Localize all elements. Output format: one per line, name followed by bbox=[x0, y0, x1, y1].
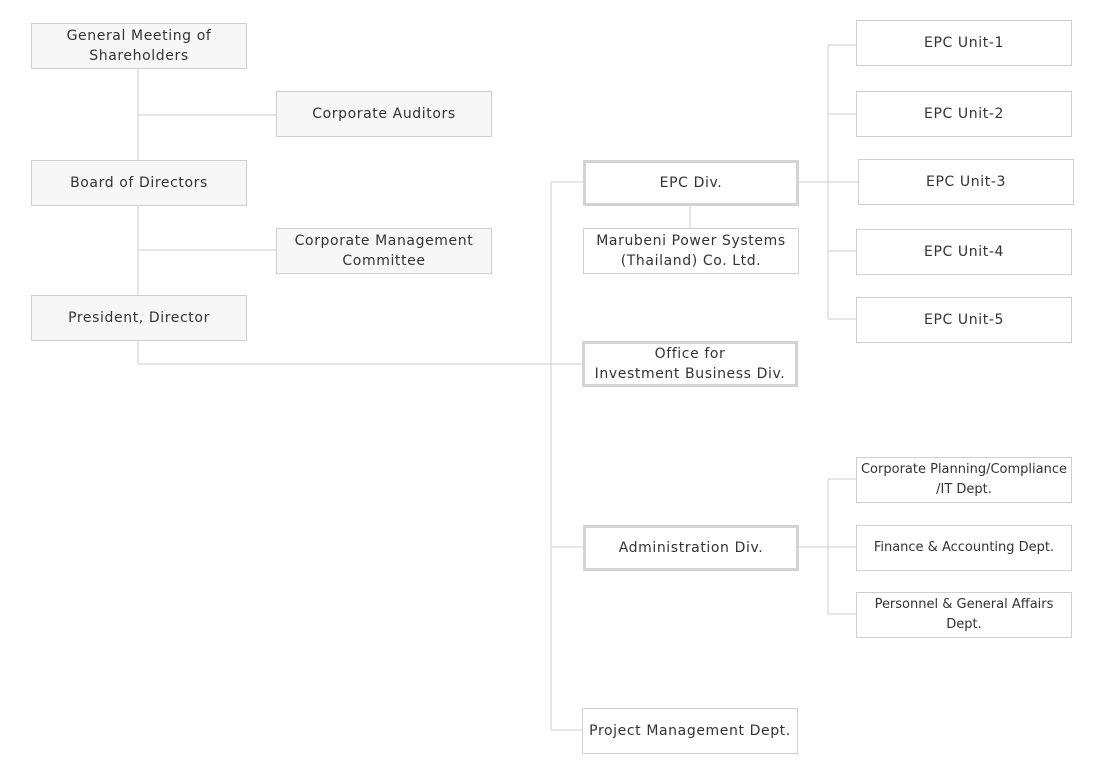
finance-accounting-dept-box: Finance & Accounting Dept. bbox=[856, 525, 1072, 571]
corporate-planning-dept-box: Corporate Planning/Compliance /IT Dept. bbox=[856, 457, 1072, 503]
epc-unit-5-box: EPC Unit-5 bbox=[856, 297, 1072, 343]
marubeni-thailand-box: Marubeni Power Systems (Thailand) Co. Lt… bbox=[583, 228, 799, 274]
investment-office-box: Office for Investment Business Div. bbox=[582, 341, 798, 387]
personnel-general-affairs-dept-box: Personnel & General Affairs Dept. bbox=[856, 592, 1072, 638]
epc-unit-1-box: EPC Unit-1 bbox=[856, 20, 1072, 66]
board-of-directors-box: Board of Directors bbox=[31, 160, 247, 206]
corporate-auditors-box: Corporate Auditors bbox=[276, 91, 492, 137]
shareholders-box: General Meeting of Shareholders bbox=[31, 23, 247, 69]
epc-div-box: EPC Div. bbox=[583, 160, 799, 206]
epc-unit-2-box: EPC Unit-2 bbox=[856, 91, 1072, 137]
president-box: President, Director bbox=[31, 295, 247, 341]
administration-div-box: Administration Div. bbox=[583, 525, 799, 571]
epc-unit-3-box: EPC Unit-3 bbox=[858, 159, 1074, 205]
management-committee-box: Corporate Management Committee bbox=[276, 228, 492, 274]
epc-unit-4-box: EPC Unit-4 bbox=[856, 229, 1072, 275]
project-management-box: Project Management Dept. bbox=[582, 708, 798, 754]
